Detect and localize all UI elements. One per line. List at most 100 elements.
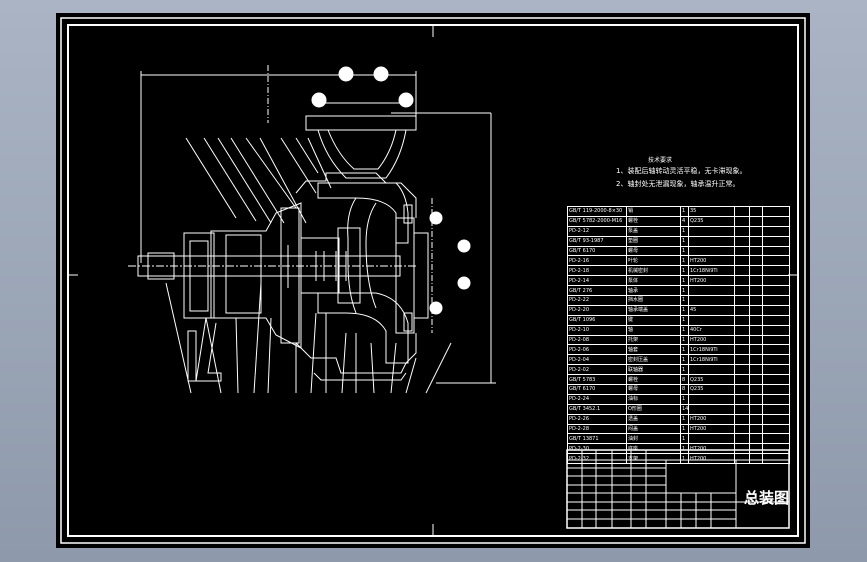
bom-cell-code: GB/T 1096 [567,314,627,326]
bom-cell-qty: 1 [680,265,689,277]
bom-cell-qty: 1 [680,235,689,247]
bom-cell-note [762,334,790,346]
bom-cell-code: PD-2-24 [567,393,627,405]
bom-cell-material: Q235 [688,384,735,395]
bom-cell-total [749,215,763,227]
bom-cell-qty: 1 [680,453,689,465]
bom-cell-qty: 1 [680,354,689,366]
drawing-canvas [60,17,806,544]
bom-cell-mass [734,344,750,356]
bom-cell-mass [734,255,750,267]
bom-cell-code: PD-2-02 [567,364,627,376]
bom-cell-mass [734,215,750,227]
bom-cell-mass [734,423,750,435]
bom-cell-name: 垫圈 [626,235,681,247]
bom-cell-note [762,423,790,435]
bom-cell-name: 键 [626,314,681,326]
bom-cell-note [762,265,790,277]
bom-cell-code: GB/T 6170 [567,245,627,257]
bom-cell-name: 闷盖 [626,423,681,435]
bom-cell-qty: 1 [680,413,689,425]
bom-cell-code: PD-2-20 [567,304,627,316]
bom-cell-code: PD-2-26 [567,413,627,425]
bom-cell-note [762,275,790,287]
bom-cell-mass [734,285,750,297]
bom-cell-note [762,344,790,356]
bom-cell-name: 密封压盖 [626,354,681,366]
bom-cell-material: HT200 [688,423,735,435]
bom-cell-name: 销 [626,206,681,217]
bom-cell-mass [734,453,750,465]
bom-cell-note [762,215,790,227]
bom-cell-name: 轴承 [626,285,681,297]
bom-cell-material: HT200 [688,443,735,455]
bom-cell-name: 挡水圈 [626,295,681,306]
bom-cell-code: PD-2-14 [567,275,627,287]
bom-cell-note [762,285,790,297]
outer-border [60,17,806,544]
bom-cell-note [762,255,790,267]
bom-cell-mass [734,393,750,405]
bom-cell-mass [734,364,750,376]
bom-cell-mass [734,384,750,395]
bom-cell-name: 螺母 [626,384,681,395]
bom-cell-total [749,364,763,376]
bom-cell-mass [734,235,750,247]
bom-cell-name: 轴承端盖 [626,304,681,316]
bom-cell-note [762,364,790,376]
bom-cell-total [749,265,763,277]
bom-cell-mass [734,314,750,326]
bom-cell-qty: 8 [680,374,689,386]
bom-cell-qty: 1 [680,206,689,217]
bom-cell-total [749,453,763,465]
bom-cell-note [762,413,790,425]
bom-cell-mass [734,304,750,316]
bom-cell-material: HT200 [688,413,735,425]
bom-cell-qty: 1 [680,393,689,405]
bom-cell-total [749,334,763,346]
bom-cell-total [749,374,763,386]
bom-cell-name: O形圈 [626,403,681,415]
bom-cell-name: 螺栓 [626,374,681,386]
bom-cell-material [688,285,735,297]
bom-cell-mass [734,413,750,425]
bom-cell-code: GB/T 13871 [567,433,627,445]
bom-cell-total [749,413,763,425]
bom-cell-material: Q235 [688,215,735,227]
bom-cell-total [749,354,763,366]
bom-cell-mass [734,354,750,366]
bom-cell-name: 轴 [626,324,681,336]
bom-cell-mass [734,324,750,336]
bom-cell-name: 联轴器 [626,364,681,376]
bom-cell-total [749,344,763,356]
bom-cell-code: PD-2-18 [567,265,627,277]
bom-cell-note [762,225,790,237]
bom-cell-material: 1Cr18Ni9Ti [688,344,735,356]
bom-cell-note [762,235,790,247]
bom-cell-note [762,324,790,336]
bom-cell-material: 40Cr [688,324,735,336]
bom-cell-mass [734,295,750,306]
bom-cell-qty: 1 [680,285,689,297]
drawing-sheet: 技术要求 1、装配后轴转动灵活平稳，无卡滞现象。 2、轴封处无泄漏现象，轴承温升… [56,13,810,548]
bom-cell-code: PD-2-08 [567,334,627,346]
bom-cell-qty: 1 [680,314,689,326]
bom-cell-qty: 1 [680,334,689,346]
bom-cell-mass [734,433,750,445]
bom-cell-qty: 4 [680,215,689,227]
bom-cell-name: 支架 [626,453,681,465]
bom-cell-material [688,225,735,237]
bom-cell-qty: 1 [680,225,689,237]
bom-cell-mass [734,225,750,237]
